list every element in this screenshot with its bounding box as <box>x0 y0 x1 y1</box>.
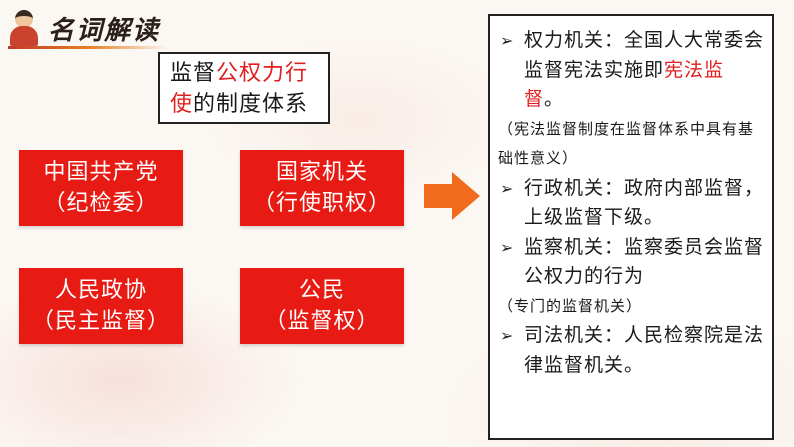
person-avatar-icon <box>8 10 40 46</box>
header: 名词解读 <box>8 8 160 48</box>
card-party: 中国共产党 （纪检委） <box>19 150 183 226</box>
bullet-triangle-icon: ➢ <box>500 237 515 257</box>
subtitle-box: 监督公权力行 使的制度体系 <box>158 52 330 124</box>
subtitle-line-2: 使的制度体系 <box>170 92 309 117</box>
explanation-panel: ➢ 权力机关：全国人大常委会监督宪法实施即宪法监督。 （宪法监督制度在监督体系中… <box>488 14 774 440</box>
card-cppcc: 人民政协 （民主监督） <box>19 268 183 344</box>
bullet-triangle-icon: ➢ <box>500 178 515 198</box>
list-item-power-organ: ➢ 权力机关：全国人大常委会监督宪法实施即宪法监督。 <box>500 26 764 115</box>
bullet-triangle-icon: ➢ <box>500 326 515 345</box>
title-underline <box>8 46 168 49</box>
page-title: 名词解读 <box>48 15 161 46</box>
list-item-judicial-organ: ➢ 司法机关：人民检察院是法律监督机关。 <box>500 321 764 380</box>
bullet-triangle-icon: ➢ <box>500 31 515 50</box>
list-item-administrative-organ: ➢ 行政机关：政府内部监督，上级监督下级。 <box>500 174 764 233</box>
note-constitution: （宪法监督制度在监督体系中具有基础性意义） <box>498 119 755 168</box>
note-special-organ: （专门的监督机关） <box>498 296 643 315</box>
right-arrow-icon <box>424 172 480 220</box>
subtitle-line-1: 监督公权力行 <box>170 61 309 86</box>
list-item-supervisory-organ: ➢ 监察机关：监察委员会监督公权力的行为 <box>500 233 764 292</box>
card-state-organs: 国家机关 （行使职权） <box>240 150 404 226</box>
card-citizens: 公民 （监督权） <box>240 268 404 344</box>
